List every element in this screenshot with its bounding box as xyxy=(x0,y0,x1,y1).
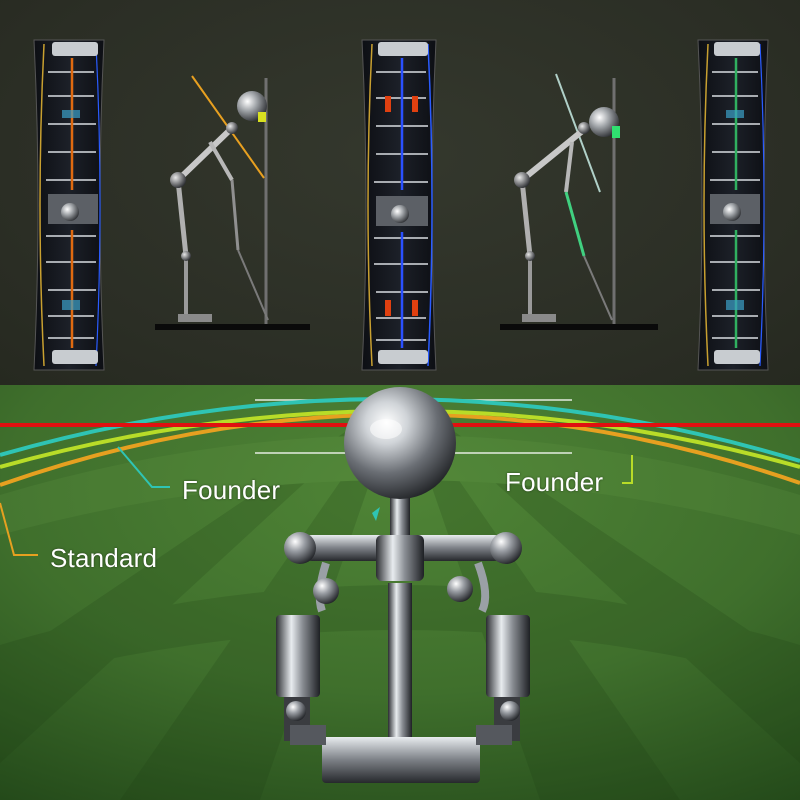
label-standard: Standard xyxy=(50,543,158,573)
robot-head-ball xyxy=(344,387,456,499)
mirror-strip-middle xyxy=(361,39,437,371)
top-panel-graphics xyxy=(33,39,769,371)
label-founder-left: Founder xyxy=(182,475,281,505)
putting-robot xyxy=(276,387,530,783)
bottom-panel: Founder Founder Standard xyxy=(0,385,800,800)
grass-stripes xyxy=(0,395,800,800)
golfer-skeleton-left xyxy=(155,75,310,330)
top-panel xyxy=(0,0,800,385)
mirror-strip-left xyxy=(33,39,105,371)
mirror-strip-right xyxy=(697,39,769,371)
founder-right-leader xyxy=(622,455,633,484)
label-founder-right: Founder xyxy=(505,467,604,497)
founder-left-leader xyxy=(117,446,170,488)
golfer-skeleton-right xyxy=(500,73,658,330)
bottom-panel-graphics xyxy=(0,385,800,800)
standard-leader xyxy=(0,502,38,556)
